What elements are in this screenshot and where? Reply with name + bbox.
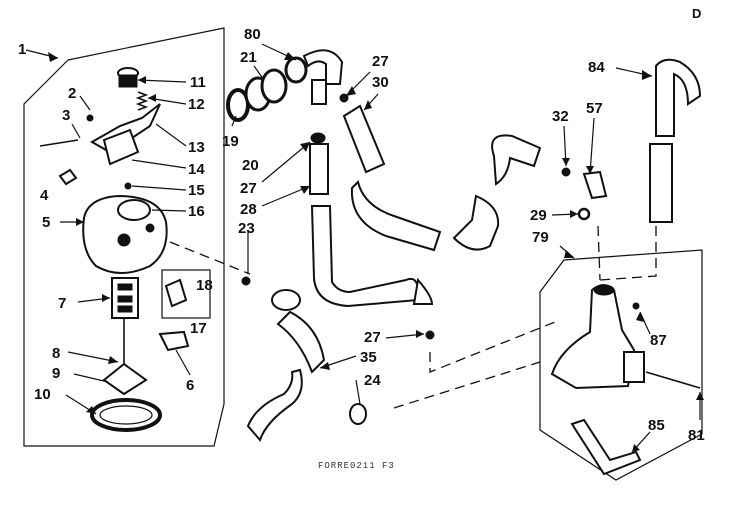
callout-85: 85	[648, 417, 665, 434]
callout-29: 29	[530, 207, 547, 224]
corner-mark: D	[692, 6, 701, 21]
callout-arrowheads	[48, 52, 704, 452]
figure-caption: FORRE0211 F3	[318, 461, 395, 471]
callout-5: 5	[42, 214, 50, 231]
callout-1: 1	[18, 41, 26, 58]
callout-3: 3	[62, 107, 70, 124]
callout-2: 2	[68, 85, 76, 102]
callout-28: 28	[240, 201, 257, 218]
callout-20: 20	[242, 157, 259, 174]
callout-9: 9	[52, 365, 60, 382]
pump-assembly-panel	[23, 27, 225, 447]
callout-16: 16	[188, 203, 205, 220]
callout-79: 79	[532, 229, 549, 246]
callout-84: 84	[588, 59, 605, 76]
callout-32: 32	[552, 108, 569, 125]
callout-labels: 1 2 3 4 5 6 7 8 9 10 11 12 13 14 15 16 1…	[18, 26, 705, 444]
callout-11: 11	[190, 74, 206, 91]
callout-80: 80	[244, 26, 261, 43]
callout-15: 15	[188, 182, 205, 199]
callout-7: 7	[58, 295, 66, 312]
callout-57: 57	[586, 100, 603, 117]
callout-27-middle: 27	[240, 180, 257, 197]
callout-27-upper: 27	[372, 53, 389, 70]
callout-81: 81	[688, 427, 705, 444]
hose-assembly	[169, 49, 702, 442]
callout-18: 18	[196, 277, 213, 294]
callout-35: 35	[360, 349, 377, 366]
callout-87: 87	[650, 332, 667, 349]
callout-19: 19	[222, 133, 239, 150]
callout-12: 12	[188, 96, 205, 113]
callout-8: 8	[52, 345, 60, 362]
callout-21: 21	[240, 49, 257, 66]
callout-13: 13	[188, 139, 205, 156]
callout-24: 24	[364, 372, 381, 389]
callout-27-lower: 27	[364, 329, 381, 346]
callout-6: 6	[186, 377, 194, 394]
callout-10: 10	[34, 386, 51, 403]
callout-30: 30	[372, 74, 389, 91]
callout-17: 17	[190, 320, 207, 337]
callout-4: 4	[40, 187, 49, 204]
base-assembly-panel	[539, 249, 703, 481]
callout-23: 23	[238, 220, 255, 237]
callout-14: 14	[188, 161, 205, 178]
